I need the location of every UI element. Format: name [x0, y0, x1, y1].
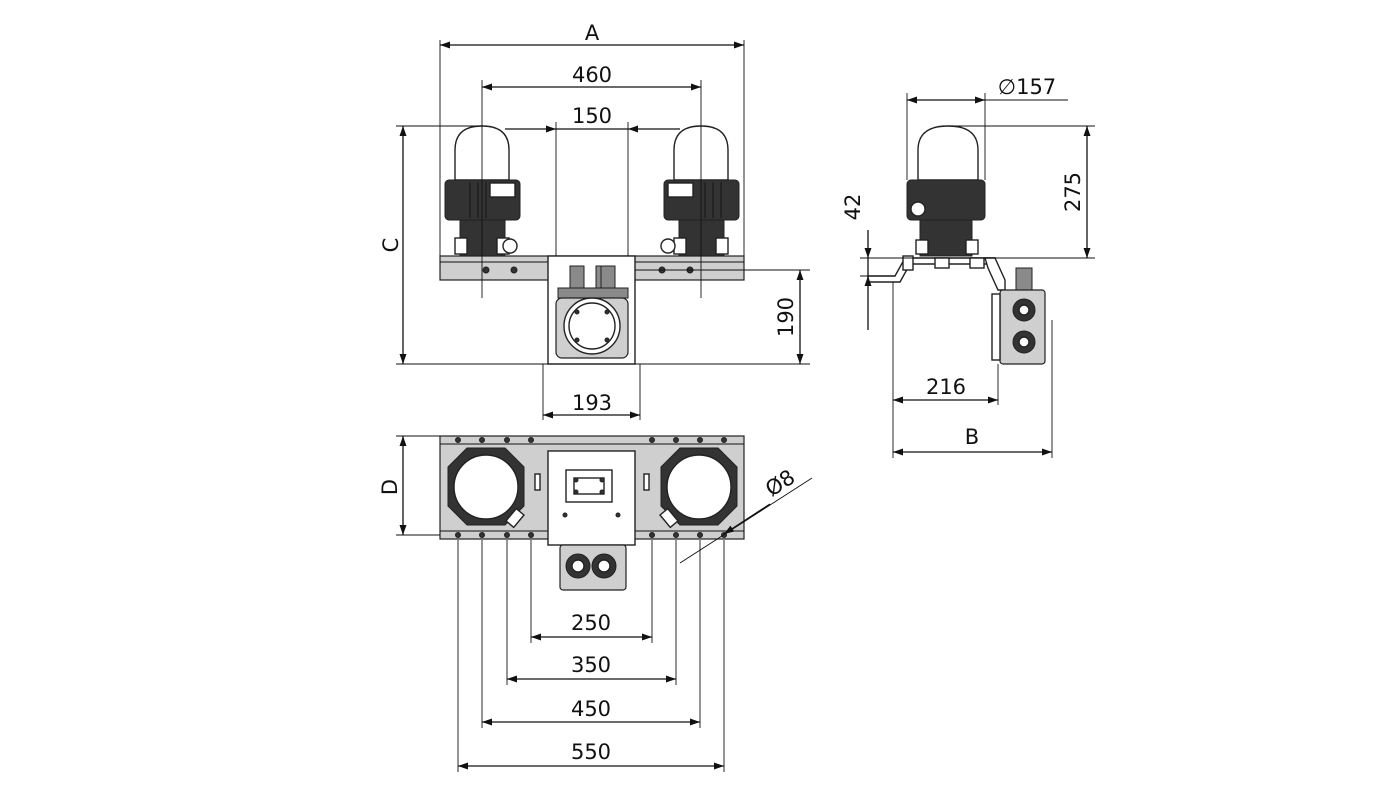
dim-193-label: 193 — [572, 391, 612, 415]
top-junction-box — [559, 544, 627, 591]
dim-250-label: 250 — [571, 611, 611, 635]
dim-216-label: 216 — [926, 375, 966, 399]
dim-460-label: 460 — [572, 63, 612, 87]
dim-c-label: C — [379, 238, 403, 253]
dim-550-label: 550 — [571, 740, 611, 764]
dim-d-label: D — [378, 479, 402, 495]
bolt-holes — [455, 437, 727, 538]
dim-hole-8-label: Ø8 — [761, 465, 799, 501]
top-view: Ø8 D 250 350 450 550 — [378, 435, 813, 772]
side-junction-box — [991, 267, 1046, 365]
side-view: ∅157 275 42 216 B — [841, 75, 1095, 458]
dim-a-label: A — [585, 21, 600, 45]
dim-275-label: 275 — [1061, 172, 1085, 212]
dim-diameter-157-label: ∅157 — [998, 75, 1056, 99]
dim-350-label: 350 — [571, 653, 611, 677]
junction-box — [555, 265, 629, 359]
front-view: A 460 150 C 190 193 — [379, 21, 810, 420]
dim-150-label: 150 — [572, 104, 612, 128]
dim-450-label: 450 — [571, 697, 611, 721]
dim-42-label: 42 — [841, 194, 865, 221]
left-beacon — [444, 125, 521, 257]
dim-190-label: 190 — [774, 297, 798, 337]
right-beacon — [660, 125, 740, 257]
dim-b-label: B — [965, 425, 979, 449]
